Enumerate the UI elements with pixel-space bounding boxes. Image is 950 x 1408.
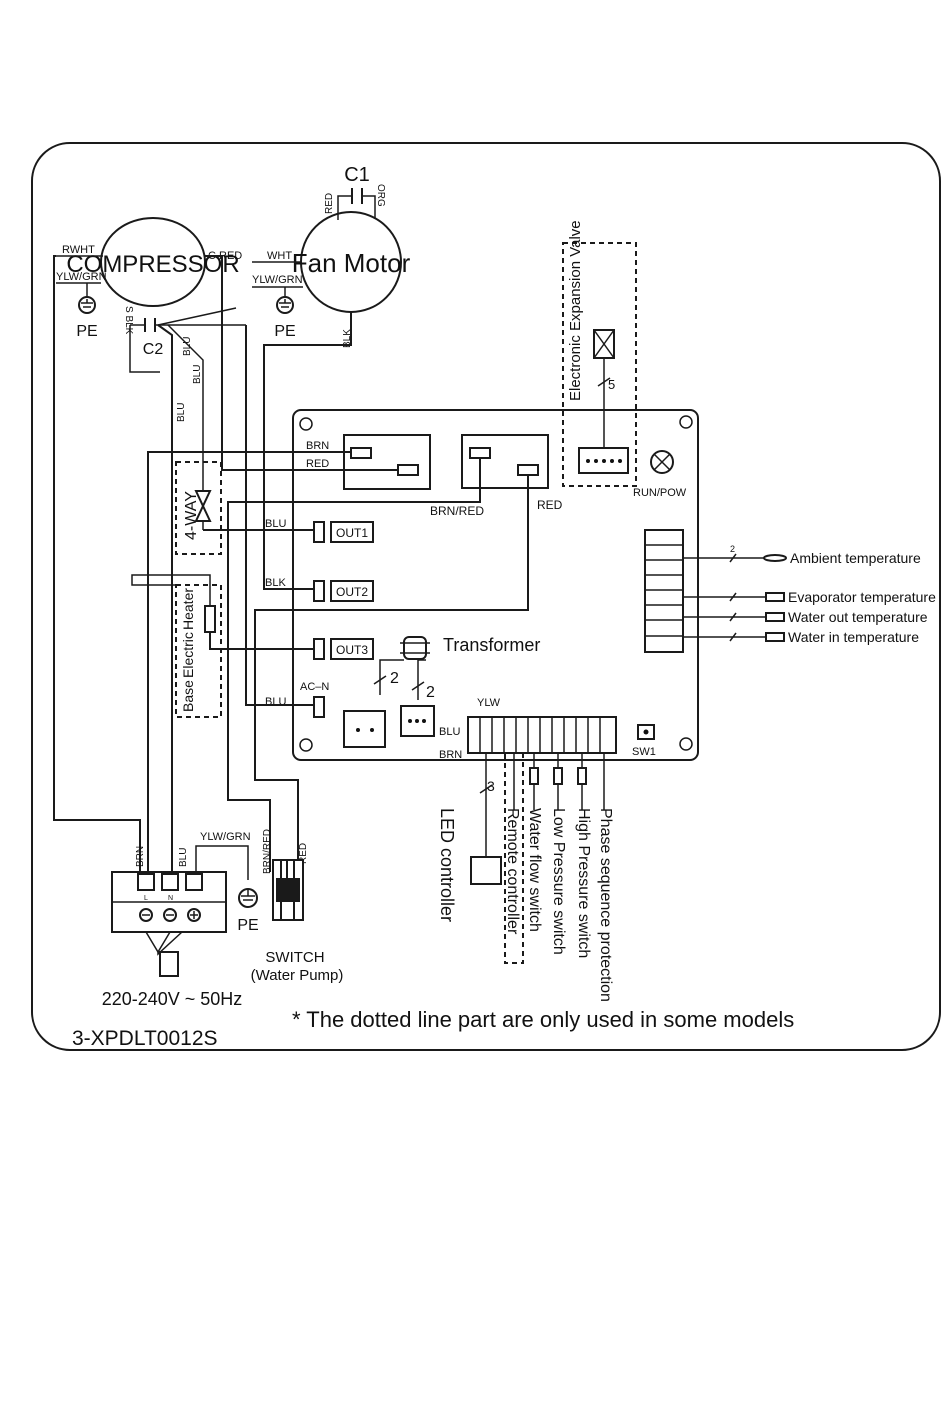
transformer-wire-count-2: 2 [426, 684, 435, 701]
out1-connector [313, 521, 374, 543]
transformer-icon [373, 636, 430, 700]
out1-label: OUT1 [336, 526, 368, 540]
wire-label-ylw-grn-compressor: YLW/GRN [56, 271, 107, 283]
wire-label-red-pump: RED [298, 843, 309, 864]
led-wire-count: 3 [487, 778, 495, 794]
run-pow-label: RUN/POW [633, 487, 687, 499]
four-way-label: 4-WAY [183, 491, 200, 540]
pe-ground-icon [78, 283, 96, 314]
wire-label-ylw: YLW [477, 697, 501, 709]
wire-label-brn-red-pump: BRN/RED [262, 829, 273, 874]
model-number: 3-XPDLT0012S [72, 1027, 218, 1050]
base-heater-label-1: Base [180, 680, 196, 712]
sensor-evaporator-label: Evaporator temperature [788, 589, 936, 605]
switch-phase-sequence-label: Phase sequence protection [597, 808, 614, 1002]
wire-label-ylw-grn-fan: YLW/GRN [252, 274, 303, 286]
wire-label-blk-fan: BLK [342, 329, 353, 348]
ac-n-label: AC–N [300, 681, 329, 693]
out3-label: OUT3 [336, 643, 368, 657]
water-pump-label: (Water Pump) [251, 967, 344, 984]
wire-label-blu-top-1: BLU [182, 337, 193, 356]
sensor-terminal-block [644, 529, 684, 653]
c2-label: C2 [143, 341, 164, 358]
run-pow-lamp-icon [650, 450, 674, 474]
wire-label-wht: WHT [267, 250, 292, 262]
pe-label-compressor: PE [76, 323, 97, 340]
wire-label-brn-board: BRN [306, 440, 329, 452]
wire-label-blu-acn: BLU [265, 696, 286, 708]
wire-label-brn-terminal-block: BRN [135, 846, 146, 867]
eev-dotted-region [562, 242, 637, 487]
water-pump-switch-icon [272, 859, 304, 921]
capacitor-c2 [130, 318, 168, 332]
wire-label-blu-left: BLU [176, 403, 187, 422]
wire-label-blu-terminal-block: BLU [178, 848, 189, 867]
diagram-frame [31, 142, 941, 1051]
sensor-wire-count: 2 [730, 544, 735, 554]
c1-label: C1 [344, 164, 370, 186]
wire-label-red-relay: RED [537, 498, 563, 512]
compressor: COMPRESSOR [66, 217, 240, 307]
transformer-wire-count-1: 2 [390, 670, 399, 687]
base-heater-dotted-region [175, 584, 222, 718]
base-heater-label-2: Electric [180, 632, 196, 678]
four-way-dotted-region [175, 461, 222, 555]
switch-terminal-block [467, 716, 617, 754]
control-board [292, 409, 699, 761]
sensor-water-in-label: Water in temperature [788, 629, 919, 645]
switch-water-flow-label: Water flow switch [526, 808, 543, 932]
sw1-label: SW1 [632, 746, 656, 758]
switch-leads [470, 752, 605, 964]
four-way-valve-icon [194, 478, 212, 530]
wire-label-red-board: RED [306, 458, 329, 470]
capacitor-c1 [337, 188, 376, 220]
wire-label-brn-terminal: BRN [439, 749, 462, 761]
sensor-wires [683, 553, 787, 642]
sensor-ambient-label: Ambient temperature [790, 550, 921, 566]
wire-label-blu-out1: BLU [265, 518, 286, 530]
switch-low-pressure-label: Low Pressure switch [550, 808, 567, 955]
relay-box-compressor [343, 434, 431, 490]
switch-remote-controller-label: Remote controller [504, 808, 521, 935]
wire-label-red-c1: RED [324, 193, 335, 214]
terminal-n-label: N [168, 895, 173, 902]
heater-element-icon [204, 605, 216, 633]
pe-ground-icon [276, 287, 294, 314]
power-supply-label: 220-240V ~ 50Hz [102, 989, 243, 1009]
pe-label-terminal: PE [237, 917, 258, 934]
wire-label-blu-top-2: BLU [192, 365, 203, 384]
wire-label-ylw-grn-terminal: YLW/GRN [200, 831, 251, 843]
wire-label-org: ORG [375, 184, 386, 207]
eev-label: Electronic Expansion Valve [567, 220, 584, 401]
eev-connector [578, 447, 629, 474]
wire-label-brn-red-board: BRN/RED [430, 504, 484, 518]
eev-wire-count: 5 [608, 377, 615, 392]
fan-motor-label: Fan Motor [292, 248, 411, 278]
wire-label-blk-out2: BLK [265, 577, 286, 589]
wiring-lines [53, 255, 529, 880]
wire-label-rwht: RWHT [62, 244, 95, 256]
wire-label-s-blk: S BLK [123, 306, 134, 335]
led-controller-label: LED controller [437, 808, 457, 922]
switch-high-pressure-label: High Pressure switch [575, 808, 592, 958]
relay-box-aux [461, 434, 549, 489]
eev-coil-icon [593, 329, 615, 448]
sensor-water-out-label: Water out temperature [788, 609, 928, 625]
terminal-l-label: L [144, 895, 148, 902]
transformer-label: Transformer [443, 635, 540, 655]
pe-label-fan: PE [274, 323, 295, 340]
fan-motor: Fan Motor [292, 211, 411, 313]
transformer-connectors [343, 705, 435, 748]
footnote: * The dotted line part are only used in … [292, 1007, 794, 1032]
ac-n-connector [313, 696, 325, 718]
out2-connector [313, 580, 374, 602]
pe-ground-icon [238, 888, 258, 908]
switch-label: SWITCH [265, 949, 324, 966]
wire-label-blu-terminal: BLU [439, 726, 460, 738]
base-heater-label-3: Heater [180, 588, 196, 630]
out2-label: OUT2 [336, 585, 368, 599]
wire-label-c-red: C RED [208, 250, 242, 262]
power-terminal-block [111, 871, 227, 977]
